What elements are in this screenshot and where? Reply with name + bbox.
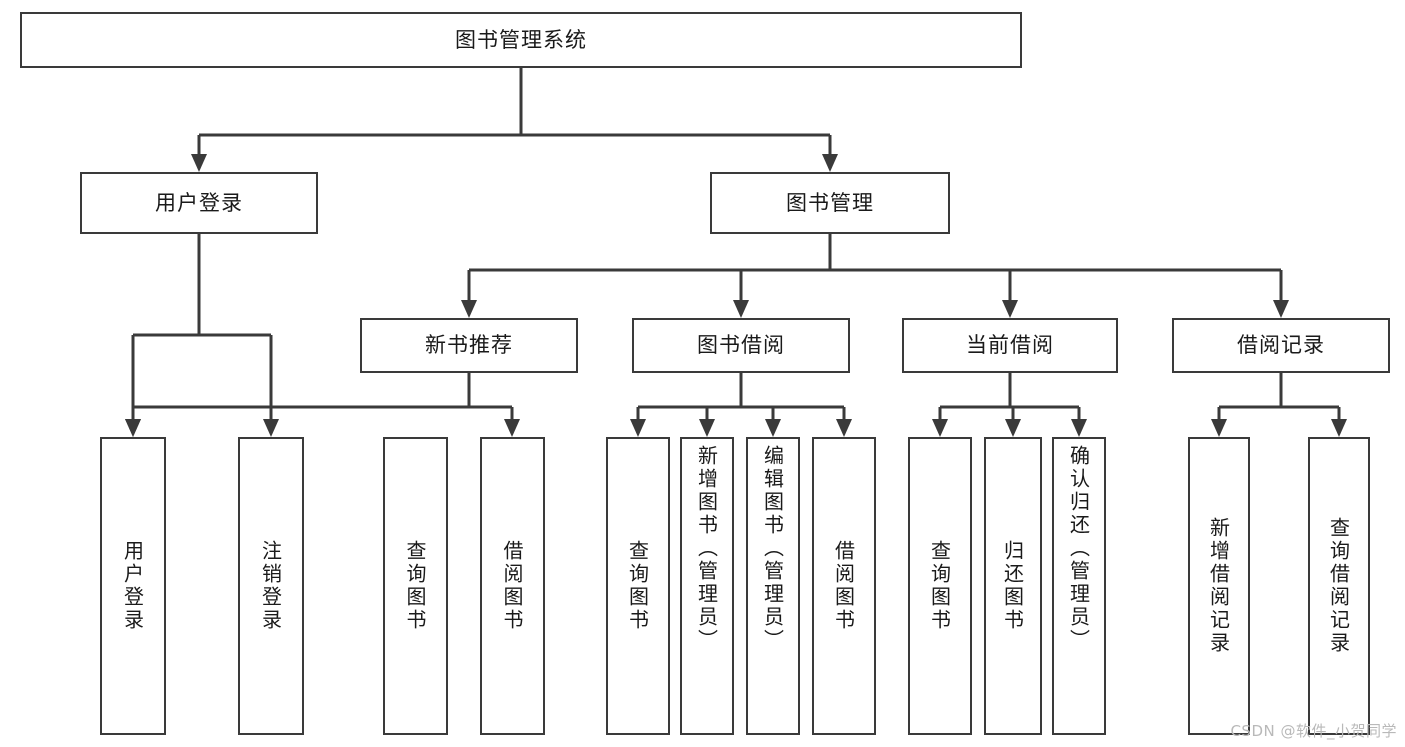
node-label: 新书推荐 [425, 333, 513, 358]
node-label: 新增借阅记录 [1206, 517, 1231, 655]
node-leaf-查询图书-8: 查询图书 [908, 437, 972, 735]
node-leaf-借阅图书-3: 借阅图书 [480, 437, 545, 735]
node-label: 查询图书 [403, 540, 427, 632]
leafgroup-1-arrow-3-head [836, 419, 852, 437]
node-leaf-归还图书-9: 归还图书 [984, 437, 1042, 735]
node-level3-当前借阅-2: 当前借阅 [902, 318, 1118, 373]
books-arrow-0-head [461, 300, 477, 318]
node-leaf-新增借阅记录-11: 新增借阅记录 [1188, 437, 1250, 735]
node-label: 图书管理系统 [455, 27, 587, 52]
node-label: 归还图书 [1000, 540, 1025, 632]
node-label: 查询图书 [625, 540, 650, 632]
node-level2-图书管理-1: 图书管理 [710, 172, 950, 234]
node-root-图书管理系统: 图书管理系统 [20, 12, 1022, 68]
node-label: 图书管理 [786, 190, 874, 215]
node-label: 当前借阅 [966, 333, 1054, 358]
node-label: 借阅图书 [831, 540, 856, 632]
books-arrow-3-head [1273, 300, 1289, 318]
leafgroup-0-arrow-0-head [125, 419, 141, 437]
leafgroup-2-arrow-2-head [1071, 419, 1087, 437]
node-label: 确认归还（管理员） [1066, 445, 1091, 652]
leafgroup-1-arrow-2-head [765, 419, 781, 437]
node-level3-新书推荐-0: 新书推荐 [360, 318, 578, 373]
books-arrow-1-head [733, 300, 749, 318]
node-label: 查询图书 [927, 540, 952, 632]
login-arrow-0-head [125, 419, 141, 437]
leafgroup-2-arrow-1-head [1005, 419, 1021, 437]
books-arrow-2-head [1002, 300, 1018, 318]
node-label: 借阅图书 [500, 540, 524, 632]
leafgroup-1-arrow-1-head [699, 419, 715, 437]
node-leaf-确认归还管理员-10: 确认归还（管理员） [1052, 437, 1106, 735]
leafgroup-0-arrow-1-head [504, 419, 520, 437]
node-label: 借阅记录 [1237, 333, 1325, 358]
node-leaf-借阅图书-7: 借阅图书 [812, 437, 876, 735]
node-label: 用户登录 [155, 190, 243, 215]
node-leaf-查询图书-2: 查询图书 [383, 437, 448, 735]
node-leaf-用户登录-0: 用户登录 [100, 437, 166, 735]
node-level3-借阅记录-3: 借阅记录 [1172, 318, 1390, 373]
login-arrow-1-head [263, 419, 279, 437]
node-level3-图书借阅-1: 图书借阅 [632, 318, 850, 373]
node-leaf-查询图书-4: 查询图书 [606, 437, 670, 735]
node-label: 编辑图书（管理员） [760, 445, 785, 652]
leafgroup-2-arrow-0-head [932, 419, 948, 437]
node-leaf-新增图书管理员-5: 新增图书（管理员） [680, 437, 734, 735]
leafgroup-1-arrow-0-head [630, 419, 646, 437]
node-label: 注销登录 [258, 540, 283, 632]
root-arrow-0-head [191, 154, 207, 172]
node-label: 新增图书（管理员） [694, 445, 719, 652]
watermark-label: CSDN @软件_小贺同学 [1230, 722, 1397, 740]
node-label: 查询借阅记录 [1326, 517, 1351, 655]
leafgroup-3-arrow-0-head [1211, 419, 1227, 437]
node-leaf-注销登录-1: 注销登录 [238, 437, 304, 735]
root-arrow-1-head [822, 154, 838, 172]
node-level2-用户登录-0: 用户登录 [80, 172, 318, 234]
node-label: 图书借阅 [697, 333, 785, 358]
node-leaf-查询借阅记录-12: 查询借阅记录 [1308, 437, 1370, 735]
node-leaf-编辑图书管理员-6: 编辑图书（管理员） [746, 437, 800, 735]
leafgroup-3-arrow-1-head [1331, 419, 1347, 437]
node-label: 用户登录 [120, 540, 145, 632]
